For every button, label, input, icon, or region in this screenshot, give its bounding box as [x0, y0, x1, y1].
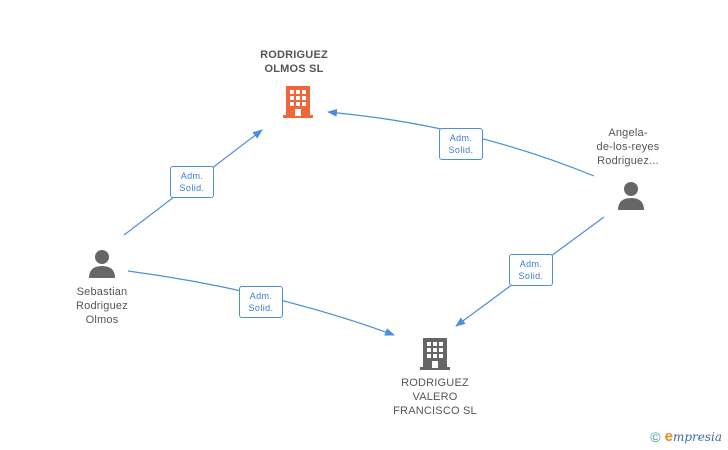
building-icon[interactable] — [419, 336, 451, 375]
brand-initial: e — [664, 428, 673, 445]
company-second-label[interactable]: RODRIGUEZ VALERO FRANCISCO SL — [393, 377, 477, 417]
badge-line-2: Solid. — [448, 145, 474, 155]
edge-badge-sebastian-to-main[interactable]: Adm. Solid. — [170, 166, 214, 198]
badge-line-1: Adm. — [180, 171, 204, 181]
person-sebastian-label[interactable]: Sebastian Rodriguez Olmos — [76, 286, 128, 326]
edge-badge-angela-to-main[interactable]: Adm. Solid. — [439, 128, 483, 160]
badge-line-2: Solid. — [518, 271, 544, 281]
building-icon[interactable] — [282, 84, 314, 123]
copyright-symbol: © — [650, 429, 661, 445]
badge-line-1: Adm. — [249, 291, 273, 301]
badge-line-2: Solid. — [248, 303, 274, 313]
person-angela-label[interactable]: Angela- de-los-reyes Rodriguez... — [596, 127, 660, 167]
brand-name: mpresia — [672, 430, 722, 444]
edge-badge-angela-to-second[interactable]: Adm. Solid. — [509, 254, 553, 286]
brand-logo: empresia — [665, 428, 722, 446]
badge-line-1: Adm. — [519, 259, 543, 269]
badge-line-2: Solid. — [179, 183, 205, 193]
footer-watermark: © empresia — [650, 428, 722, 446]
company-main-label[interactable]: RODRIGUEZ OLMOS SL — [260, 49, 328, 75]
edge-badge-sebastian-to-second[interactable]: Adm. Solid. — [239, 286, 283, 318]
person-icon[interactable] — [87, 248, 117, 283]
person-icon[interactable] — [616, 180, 646, 215]
badge-line-1: Adm. — [449, 133, 473, 143]
